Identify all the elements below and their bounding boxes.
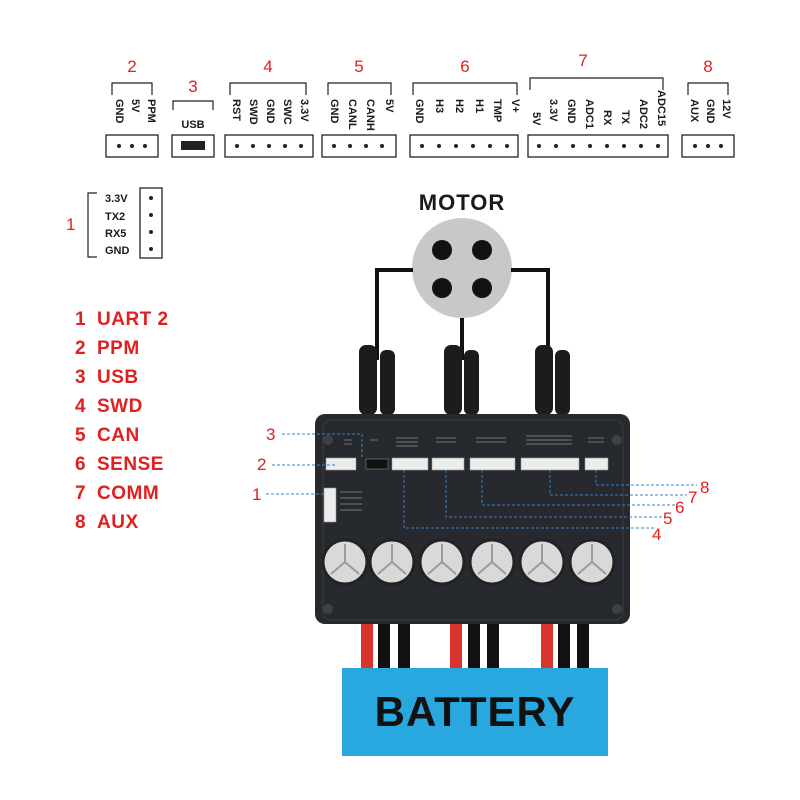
connector-6-pinout: 6 GND H3 H2 H1 TMP V+ (409, 57, 521, 158)
legend-item: 8 AUX (75, 508, 235, 537)
pin-label: GND (704, 99, 716, 124)
connector-4-number: 4 (263, 57, 272, 76)
pin-label: GND (264, 99, 276, 124)
board-callout-3: 3 (266, 425, 275, 444)
board-callout-8: 8 (700, 478, 709, 497)
pin-label: CANL (346, 99, 358, 130)
pin-label: USB (181, 119, 204, 131)
pin-label: H3 (433, 99, 445, 113)
legend-item: 4 SWD (75, 392, 235, 421)
phase-cable-sleeves (359, 345, 570, 415)
legend-number: 3 (75, 367, 87, 388)
pin-label: TX2 (105, 211, 125, 223)
pin-label: RX (601, 110, 613, 126)
pin-label: TX (619, 110, 631, 125)
pin-label: CANH (364, 99, 376, 131)
legend-item: 7 COMM (75, 479, 235, 508)
pin-label: GND (328, 99, 340, 124)
legend-number: 8 (75, 512, 87, 533)
pin-label: 5V (383, 99, 395, 113)
board-callout-1: 1 (252, 485, 261, 504)
connector-5-number: 5 (354, 57, 363, 76)
connector-3-number: 3 (188, 77, 197, 96)
pin-label: 5V (530, 112, 542, 126)
pin-label: TMP (491, 99, 503, 122)
pin-label: RX5 (105, 228, 126, 240)
battery-wires (361, 624, 589, 672)
connector-3-pinout: 3 USB (171, 77, 215, 158)
legend-label: SENSE (97, 454, 164, 475)
connector-4-pinout: 4 RST SWD GND SWC 3.3V (224, 57, 314, 158)
connector-2-number: 2 (127, 57, 136, 76)
pin-label: GND (413, 99, 425, 124)
pin-label: GND (113, 99, 125, 124)
pin-label: GND (565, 99, 577, 124)
esc-board (315, 414, 630, 624)
connector-7-pinout: 7 5V 3.3V GND ADC1 RX TX ADC2 ADC15 (527, 51, 669, 158)
connector-7-number: 7 (578, 51, 587, 70)
connector-8-pinout: 8 AUX GND 12V (681, 57, 735, 158)
pin-label: ADC15 (655, 90, 667, 126)
connector-1-pinout: 1 3.3V TX2 RX5 GND (66, 187, 163, 259)
pin-label: ADC1 (583, 99, 595, 129)
connector-1-number: 1 (66, 215, 75, 234)
legend-label: USB (97, 367, 139, 388)
connector-5-pinout: 5 GND CANL CANH 5V (321, 57, 397, 158)
pin-label: V+ (509, 99, 521, 113)
legend-label: PPM (97, 338, 140, 359)
battery-label: BATTERY (374, 688, 576, 735)
legend-label: SWD (97, 396, 143, 417)
legend-item: 5 CAN (75, 421, 235, 450)
pin-label: 3.3V (298, 99, 310, 122)
board-callout-6: 6 (675, 498, 684, 517)
legend-label: AUX (97, 512, 139, 533)
pin-label: PPM (145, 99, 157, 123)
pin-label: SWC (281, 99, 293, 125)
connector-8-number: 8 (703, 57, 712, 76)
callout-leaders-left (266, 433, 363, 495)
pin-label: ADC2 (637, 99, 649, 129)
pin-label: 3.3V (547, 99, 559, 122)
legend-number: 1 (75, 309, 87, 330)
legend-label: COMM (97, 483, 160, 504)
legend-number: 4 (75, 396, 87, 417)
pin-label: AUX (688, 99, 700, 123)
legend-item: 3 USB (75, 363, 235, 392)
motor (412, 218, 512, 318)
board-callout-7: 7 (688, 488, 697, 507)
board-callout-2: 2 (257, 455, 266, 474)
pin-label: RST (230, 99, 242, 121)
pin-label: H1 (473, 99, 485, 113)
port-legend: 1 UART 2 2 PPM 3 USB 4 SWD 5 CAN 6 SENSE 7 COMM… (75, 305, 235, 537)
board-callout-5: 5 (663, 509, 672, 528)
board-callout-4: 4 (652, 525, 661, 544)
motor-label: MOTOR (418, 190, 506, 215)
pin-label: GND (105, 245, 130, 257)
legend-label: CAN (97, 425, 140, 446)
capacitors (321, 538, 616, 586)
usb-port-icon (181, 141, 205, 150)
pin-label: H2 (453, 99, 465, 113)
legend-number: 6 (75, 454, 87, 475)
legend-number: 7 (75, 483, 87, 504)
pin-label: 5V (129, 99, 141, 113)
battery-box: BATTERY (342, 668, 608, 756)
legend-label: UART 2 (97, 309, 169, 330)
legend-item: 1 UART 2 (75, 305, 235, 334)
pin-label: 3.3V (105, 193, 128, 205)
pin-label: SWD (247, 99, 259, 125)
connector-6-number: 6 (460, 57, 469, 76)
legend-number: 2 (75, 338, 87, 359)
callout-leaders-right (403, 470, 697, 529)
legend-item: 6 SENSE (75, 450, 235, 479)
connector-2-pinout: 2 GND 5V PPM (105, 57, 159, 158)
legend-number: 5 (75, 425, 87, 446)
legend-item: 2 PPM (75, 334, 235, 363)
pin-label: 12V (720, 99, 732, 119)
